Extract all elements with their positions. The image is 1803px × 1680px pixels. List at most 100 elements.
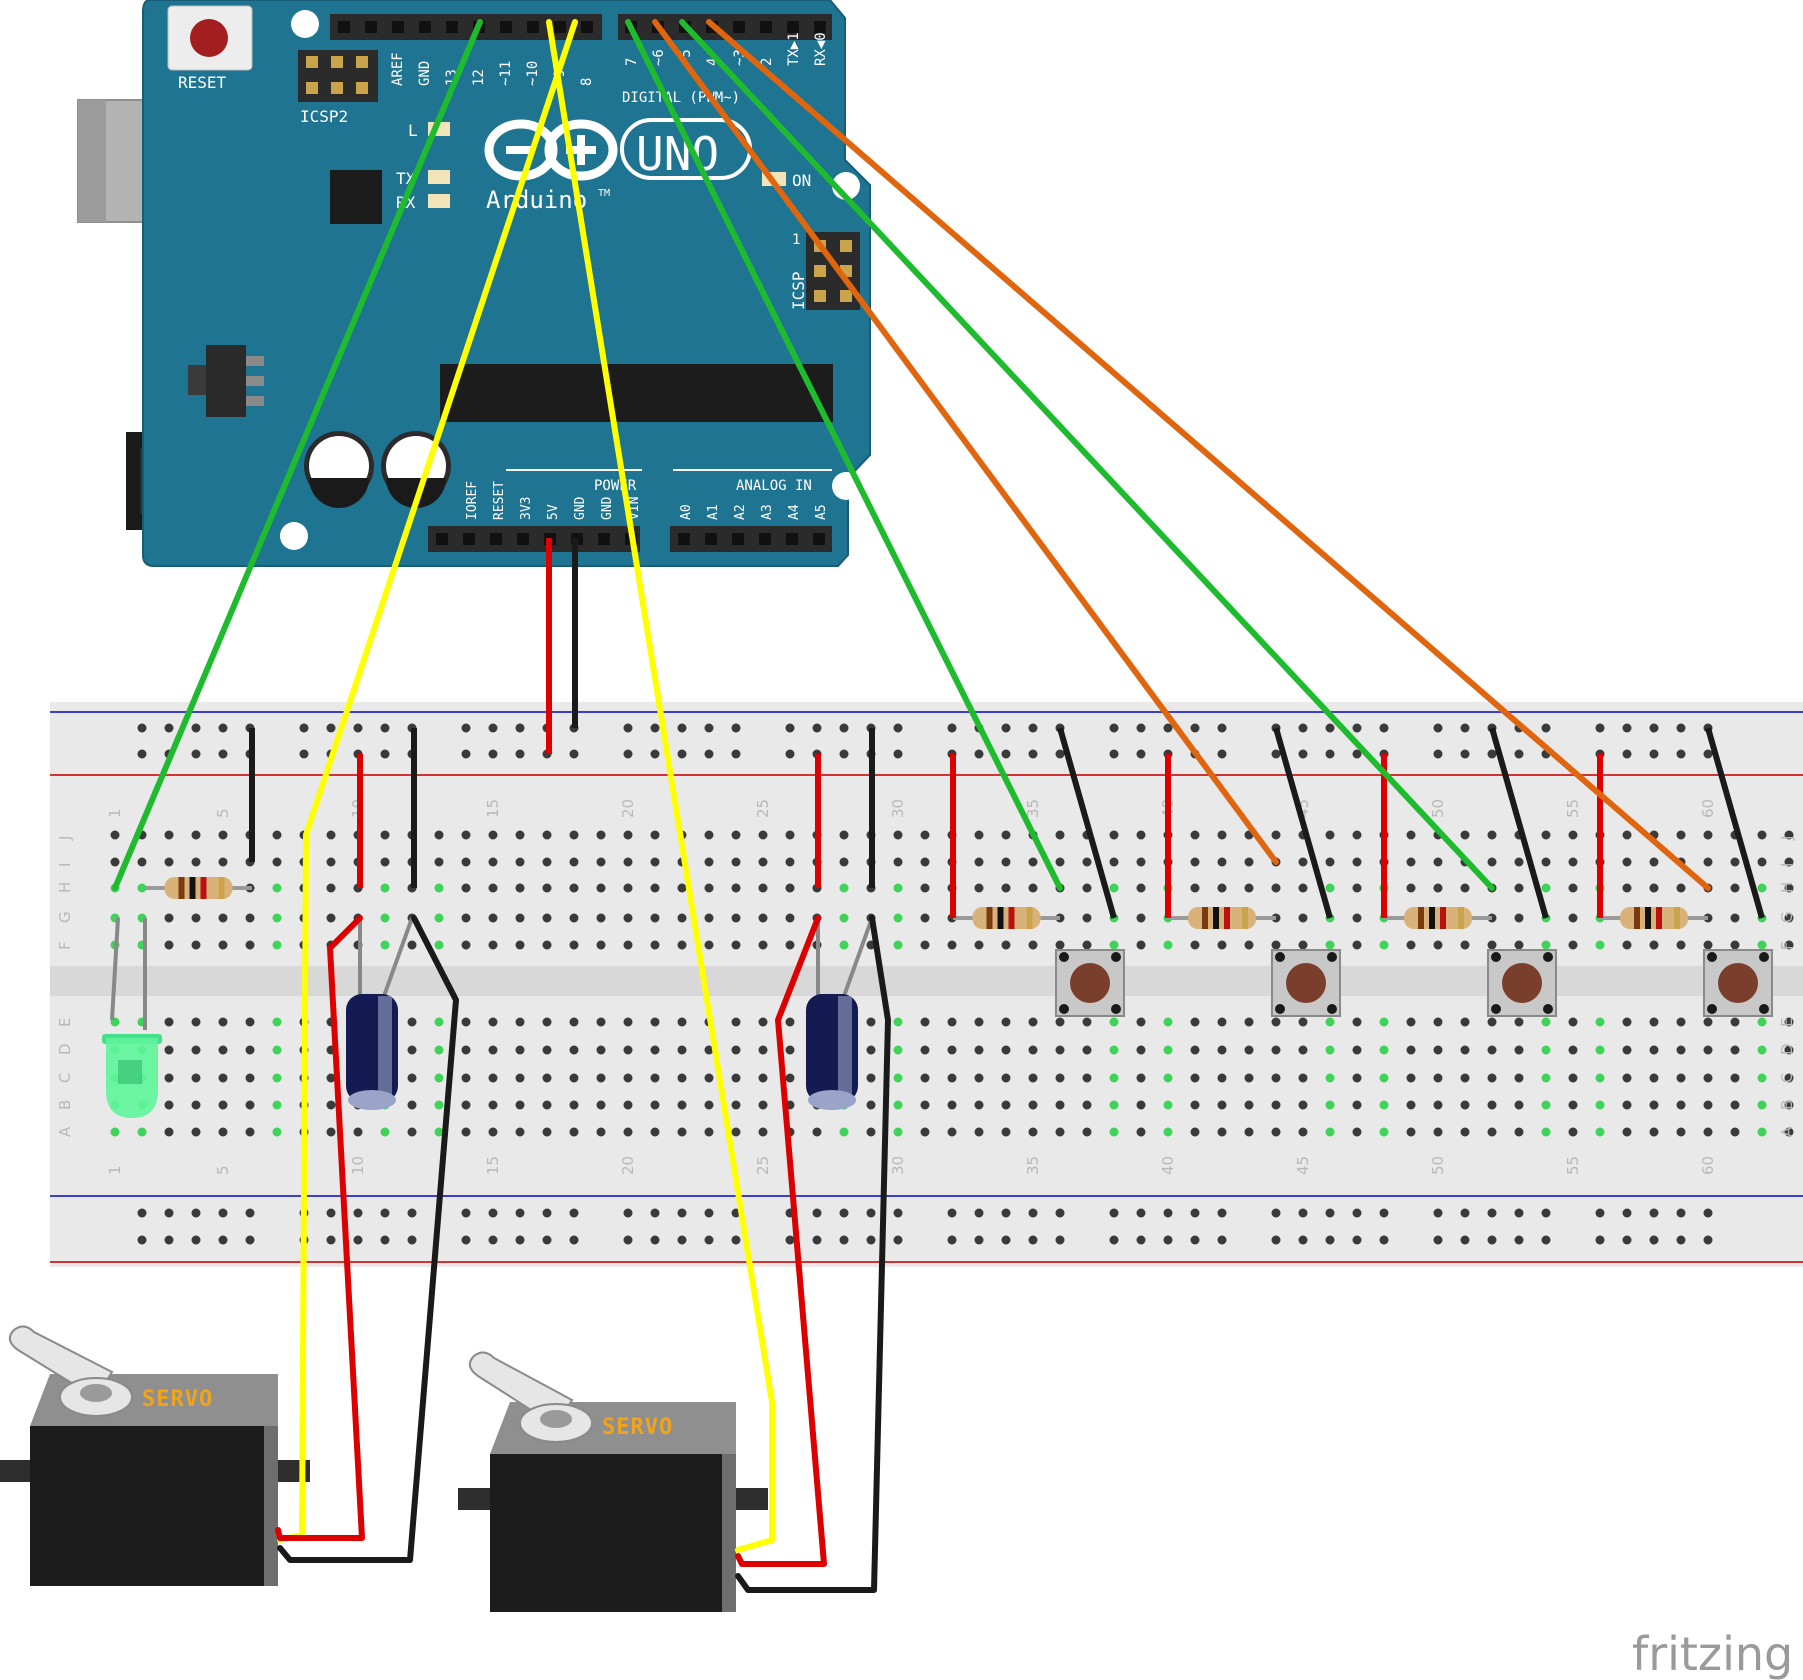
breadboard-hole (1082, 1045, 1092, 1055)
pin-label: GND (417, 61, 433, 86)
pushbutton[interactable] (1703, 949, 1773, 1017)
rail-hole (839, 1208, 849, 1218)
column-number: 5 (214, 808, 232, 818)
breadboard-hole (407, 1100, 417, 1110)
breadboard-hole (1595, 1127, 1605, 1137)
breadboard-hole (245, 913, 255, 923)
breadboard-hole (1487, 1045, 1497, 1055)
breadboard-hole (623, 883, 633, 893)
rail-hole (1487, 1235, 1497, 1245)
rail-hole (1298, 1235, 1308, 1245)
rail-hole (974, 1235, 984, 1245)
rail-hole (812, 1235, 822, 1245)
rail-hole (974, 749, 984, 759)
breadboard-hole (1703, 1045, 1713, 1055)
breadboard-hole (1325, 857, 1335, 867)
breadboard-hole (1514, 1100, 1524, 1110)
breadboard-hole (1784, 1127, 1794, 1137)
breadboard-hole (1244, 857, 1254, 867)
breadboard-hole (758, 857, 768, 867)
icsp-label: ICSP (789, 271, 808, 310)
rail-hole (1109, 749, 1119, 759)
breadboard-hole (1190, 1127, 1200, 1137)
breadboard-hole (920, 1073, 930, 1083)
pin-label: ~10 (525, 61, 541, 86)
breadboard-hole (326, 1127, 336, 1137)
breadboard-hole (434, 883, 444, 893)
breadboard-hole (1406, 857, 1416, 867)
rail-hole (1028, 1208, 1038, 1218)
breadboard-hole (1433, 883, 1443, 893)
rail-hole (704, 1235, 714, 1245)
rail-hole (1595, 1208, 1605, 1218)
breadboard-hole (1757, 883, 1767, 893)
icsp-header (806, 232, 860, 310)
rail-hole (353, 723, 363, 733)
breadboard-hole (1136, 1127, 1146, 1137)
breadboard-hole (758, 883, 768, 893)
breadboard-hole (1676, 830, 1686, 840)
breadboard-hole (245, 1017, 255, 1027)
breadboard-hole (461, 1073, 471, 1083)
rail-hole (1136, 1208, 1146, 1218)
rail-hole (488, 1208, 498, 1218)
breadboard-hole (785, 830, 795, 840)
header-pin (732, 533, 744, 545)
breadboard-hole (1298, 1127, 1308, 1137)
breadboard-hole (1595, 1045, 1605, 1055)
pushbutton[interactable] (1487, 949, 1557, 1017)
breadboard-hole (1433, 1073, 1443, 1083)
breadboard-hole (677, 1045, 687, 1055)
rail-hole (407, 1208, 417, 1218)
pushbutton[interactable] (1055, 949, 1125, 1017)
breadboard-hole (785, 857, 795, 867)
rail-hole (380, 1208, 390, 1218)
pin-label: 5V (546, 504, 561, 520)
reset-button[interactable] (167, 5, 253, 71)
breadboard-hole (839, 857, 849, 867)
breadboard-hole (1460, 1127, 1470, 1137)
rail-hole (1028, 1235, 1038, 1245)
rail-hole (893, 1208, 903, 1218)
breadboard-hole (1568, 857, 1578, 867)
pushbutton[interactable] (1271, 949, 1341, 1017)
breadboard-hole (272, 830, 282, 840)
breadboard-hole (1055, 1045, 1065, 1055)
rail-hole (866, 1235, 876, 1245)
breadboard-hole (947, 1100, 957, 1110)
breadboard-hole (1325, 1127, 1335, 1137)
breadboard-hole (677, 883, 687, 893)
breadboard-hole (731, 1017, 741, 1027)
breadboard-hole (1217, 940, 1227, 950)
rail-hole (650, 1235, 660, 1245)
breadboard-hole (1460, 1073, 1470, 1083)
breadboard-hole (1082, 1073, 1092, 1083)
rail-hole (1190, 723, 1200, 733)
header-pin (338, 21, 350, 33)
breadboard-hole (1460, 830, 1470, 840)
header-pin (598, 533, 610, 545)
breadboard-hole (1271, 1017, 1281, 1027)
rail-hole (1163, 1208, 1173, 1218)
breadboard-hole (1541, 940, 1551, 950)
breadboard-hole (596, 1127, 606, 1137)
pin-label: RX◀0 (813, 32, 829, 66)
pin-label: A1 (706, 504, 721, 520)
rail-hole (1487, 1208, 1497, 1218)
rail-hole (1676, 1235, 1686, 1245)
row-letter: F (56, 941, 74, 950)
breadboard-hole (893, 913, 903, 923)
breadboard-hole (488, 913, 498, 923)
breadboard-hole (623, 1045, 633, 1055)
breadboard-hole (974, 857, 984, 867)
breadboard-hole (1001, 1017, 1011, 1027)
pin-label: ~11 (498, 61, 514, 86)
breadboard-hole (1001, 883, 1011, 893)
rail-hole (1514, 1208, 1524, 1218)
rail-hole (1001, 1208, 1011, 1218)
breadboard-hole (1001, 1127, 1011, 1137)
breadboard-hole (1433, 1127, 1443, 1137)
rail-hole (677, 1235, 687, 1245)
breadboard-hole (704, 1100, 714, 1110)
breadboard-hole (542, 940, 552, 950)
